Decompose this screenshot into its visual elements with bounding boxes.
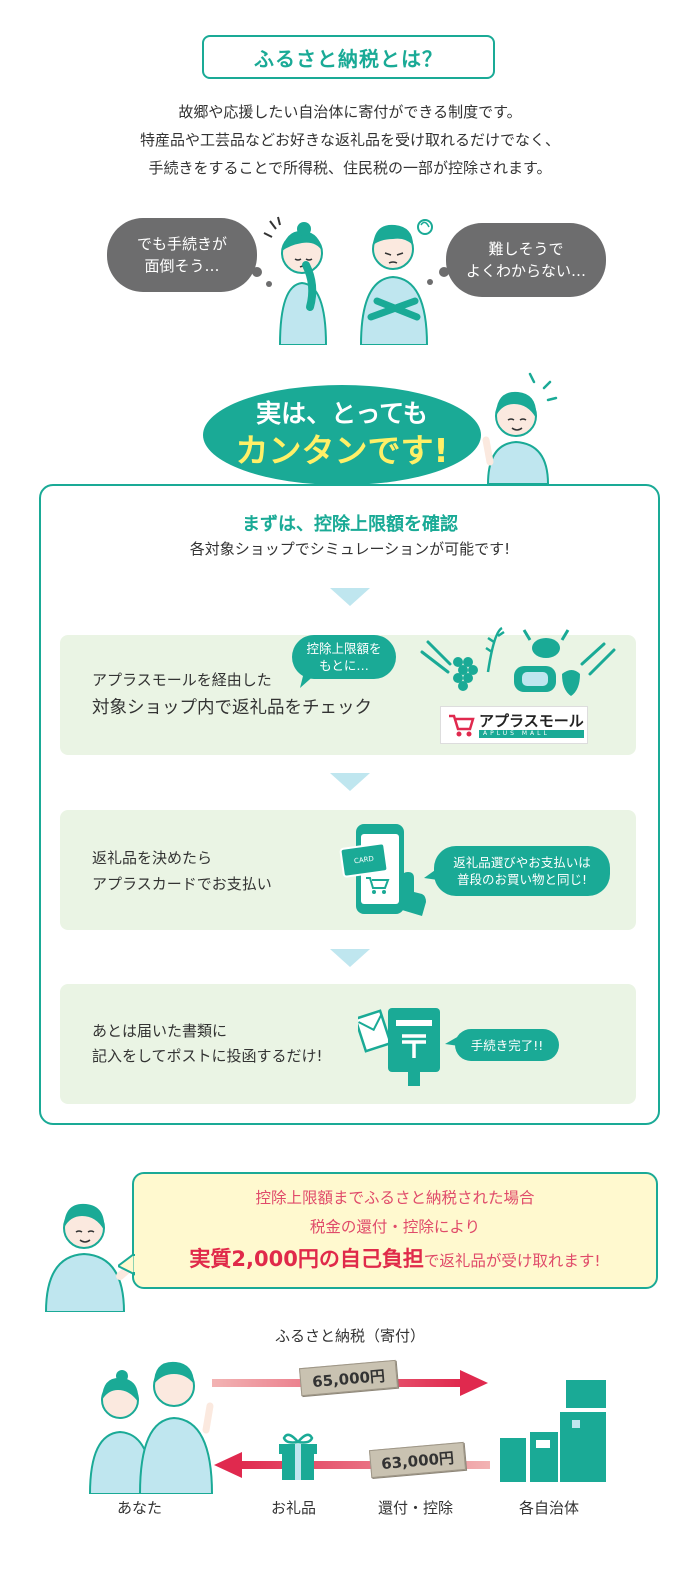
bubble-line: 難しそうで — [488, 240, 564, 258]
step2-line1: 返礼品を決めたら — [92, 849, 213, 867]
intro-text: 故郷や応援したい自治体に寄付ができる制度です。 特産品や工芸品などお好きな返礼品… — [0, 98, 700, 182]
summary-emphasis: 実質2,000円の自己負担 — [189, 1247, 424, 1271]
aplus-mall-logo: アプラスモール APLUS MALL — [440, 706, 588, 744]
step3-line2: 記入をしてポストに投函するだけ! — [92, 1047, 323, 1065]
step2-bubble: 返礼品選びやお支払いは 普段のお買い物と同じ! — [434, 846, 610, 896]
gift-box-icon — [279, 1433, 317, 1480]
bubble-line: 返礼品選びやお支払いは — [453, 855, 591, 870]
cart-icon — [449, 714, 475, 737]
gift-foods-icon — [420, 626, 616, 696]
refund-label: 還付・控除 — [378, 1499, 454, 1517]
refund-arrow — [214, 1452, 490, 1478]
panel-title: まずは、控除上限額を確認 — [242, 514, 458, 535]
gift-label: お礼品 — [271, 1499, 317, 1517]
panel-header: まずは、控除上限額を確認 各対象ショップでシミュレーションが可能です! — [0, 513, 700, 561]
bubble-line: 普段のお買い物と同じ! — [456, 872, 587, 887]
logo-text: アプラスモール — [479, 712, 584, 730]
headline-line1: 実は、とっても — [256, 399, 428, 428]
bubble-line: 面倒そう… — [144, 257, 220, 275]
step3-line1: あとは届いた書類に — [92, 1022, 228, 1040]
couple-illustration — [88, 1361, 214, 1494]
step1-bubble: 控除上限額を もとに… — [292, 635, 396, 679]
intro-line: 手続きをすることで所得税、住民税の一部が控除されます。 — [148, 159, 552, 177]
bubble-tail — [300, 672, 318, 688]
down-arrow-icon — [330, 773, 370, 791]
summary-line3: 実質2,000円の自己負担で返礼品が受け取れます! — [134, 1242, 656, 1278]
summary-rest: で返礼品が受け取れます! — [423, 1252, 601, 1270]
worried-woman-illustration — [263, 216, 328, 345]
logo-subtext: APLUS MALL — [479, 730, 584, 738]
bubble-line: 控除上限額を — [306, 641, 382, 656]
bubble-tail-dots — [252, 267, 272, 287]
headline-oval: 実は、とっても カンタンです! — [203, 385, 481, 485]
guide-woman-illustration — [482, 372, 558, 484]
flow-top-label: ふるさと納税（寄付） — [274, 1327, 425, 1345]
intro-line: 特産品や工芸品などお好きな返礼品を受け取れるだけでなく、 — [139, 131, 560, 149]
municipality-label: 各自治体 — [519, 1499, 580, 1517]
smartphone-payment-icon: CARD — [339, 824, 426, 916]
step2-line2: アプラスカードでお支払い — [92, 875, 272, 893]
card-label: CARD — [354, 855, 375, 866]
you-label: あなた — [117, 1499, 163, 1517]
intro-line: 故郷や応援したい自治体に寄付ができる制度です。 — [178, 103, 522, 121]
speech-bubble-left: でも手続きが 面倒そう… — [107, 218, 257, 292]
panel-subtitle: 各対象ショップでシミュレーションが可能です! — [189, 540, 511, 558]
mailbox-icon — [358, 1008, 440, 1086]
step1-line1: アプラスモールを経由した — [92, 671, 272, 689]
summary-line1: 控除上限額までふるさと納税された場合 — [255, 1189, 535, 1207]
bubble-line: でも手続きが — [136, 235, 227, 253]
bubble-tail — [118, 1254, 136, 1276]
bubble-line: よくわからない… — [465, 262, 586, 280]
down-arrow-icon — [330, 949, 370, 967]
summary-box: 控除上限額までふるさと納税された場合 税金の還付・控除により 実質2,000円の… — [132, 1172, 658, 1289]
worried-man-illustration — [359, 219, 433, 345]
bubble-tail — [424, 868, 438, 880]
bubble-line: 手続き完了!! — [470, 1037, 544, 1053]
down-arrow-icon — [330, 588, 370, 606]
speech-bubble-right: 難しそうで よくわからない… — [446, 223, 606, 297]
page-title: ふるさと納税とは？ — [202, 35, 495, 79]
summary-line2: 税金の還付・控除により — [309, 1218, 481, 1236]
bubble-tail — [445, 1036, 459, 1046]
step3-bubble: 手続き完了!! — [455, 1029, 559, 1061]
bubble-tail-dots — [427, 267, 449, 285]
bubble-line: もとに… — [319, 658, 369, 673]
headline-line2: カンタンです! — [235, 431, 449, 470]
step1-line2: 対象ショップ内で返礼品をチェック — [92, 698, 372, 718]
municipality-buildings-icon — [500, 1380, 606, 1482]
